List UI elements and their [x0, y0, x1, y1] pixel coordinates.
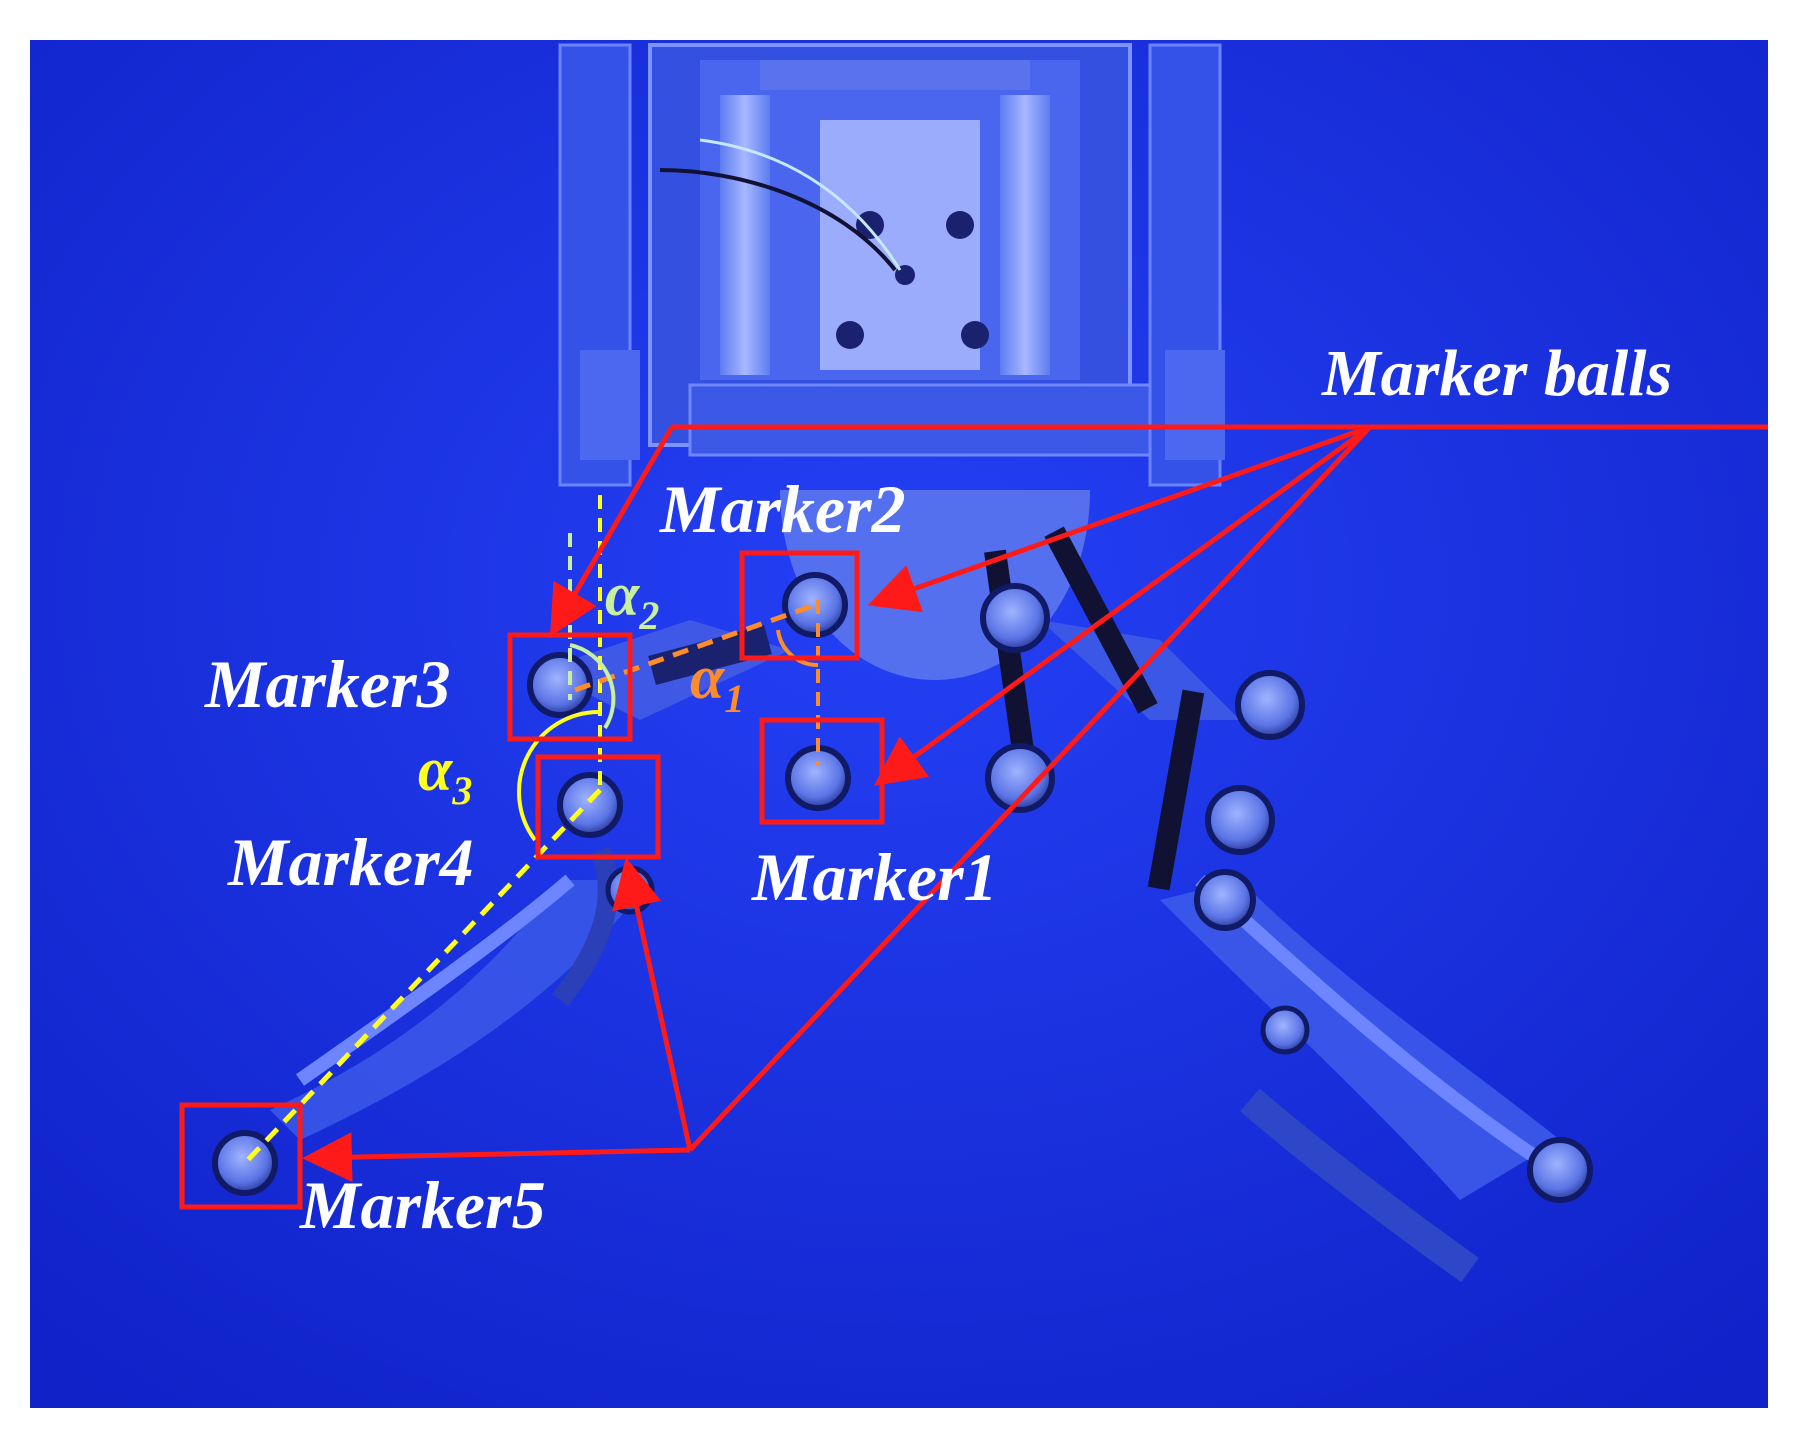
marker-balls-label: Marker balls: [1321, 337, 1672, 410]
left-leg: [270, 620, 790, 1140]
marker2-label: Marker2: [659, 471, 906, 547]
marker3-label: Marker3: [204, 646, 451, 722]
alpha3-label: α3: [418, 736, 472, 813]
alpha1-symbol: α: [690, 644, 726, 712]
marker3-marker2-line: [574, 602, 816, 693]
robot-body: [558, 43, 1225, 487]
alpha1-label: α1: [690, 644, 744, 721]
marker5-box: [179, 1102, 303, 1210]
marker4-marker5-line: [243, 788, 602, 1165]
alpha1-arc: [776, 629, 819, 668]
marker4-label: Marker4: [227, 824, 474, 900]
alpha1-subscript: 1: [724, 676, 744, 721]
alpha3-arc: [516, 709, 601, 842]
alpha2-subscript: 2: [638, 593, 659, 638]
alpha2-arc: [569, 643, 616, 730]
alpha3-symbol: α: [418, 736, 454, 804]
callout-lines: [302, 424, 1768, 1183]
marker5-label: Marker5: [299, 1167, 546, 1243]
alpha2-symbol: α: [605, 561, 641, 629]
alpha2-label: α2: [605, 561, 659, 638]
marker4-box: [535, 754, 661, 860]
marker2-box: [739, 550, 860, 661]
marker1-label: Marker1: [751, 839, 998, 915]
alpha3-subscript: 3: [451, 768, 472, 813]
